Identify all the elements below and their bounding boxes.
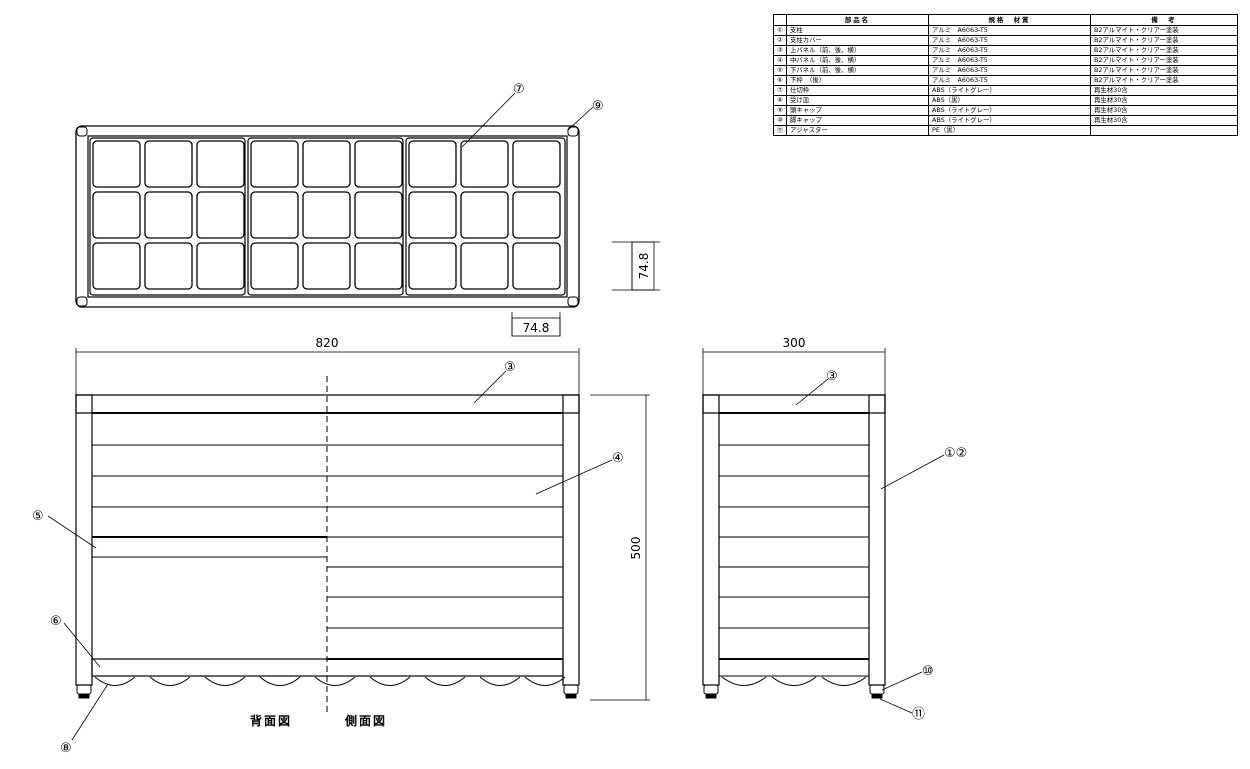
side-panels [327,536,563,629]
side-post-left [702,394,720,686]
plan-cell [408,242,457,290]
side-width-label: 300 [783,336,806,350]
plan-cell [250,140,299,188]
callout-9: ⑨ [592,99,604,114]
plan-cells [92,140,561,290]
side-top-panel [702,394,886,414]
callout-5: ⑤ [32,509,44,524]
tray [314,676,356,686]
callout-6: ⑥ [50,614,62,629]
plan-outer-frame [75,125,580,308]
tray [424,676,466,686]
side-post-right [868,394,886,686]
cell-width-label: 74.8 [523,321,550,335]
callout-4: ④ [612,451,624,466]
callout-1-2: ①② [944,446,967,461]
callout-11: ⑪ [912,707,925,722]
partition-frame [247,137,404,296]
callouts [47,92,945,741]
plan-cell [302,242,351,290]
tray [259,676,301,686]
partition-frame [405,137,566,296]
plan-cell [92,191,141,239]
adjuster [78,693,90,699]
side-view: 300 [702,336,886,699]
cell-height-label: 74.8 [637,253,651,280]
callout-3: ③ [504,360,516,375]
partition-frame [89,137,246,296]
plan-cell [512,140,561,188]
plan-cell [408,191,457,239]
post-right [562,394,580,686]
plan-view [75,125,580,308]
tray [721,676,767,686]
head-cap [567,126,579,137]
plan-cell [354,242,403,290]
tray [149,676,191,686]
leg-cap [76,684,92,695]
callout-7: ⑦ [513,82,525,97]
callout-labels: ⑦ ⑨ ③ ④ ⑤ ⑥ ⑧ ③ ①② ⑩ ⑪ [32,82,967,756]
plan-cell [302,191,351,239]
head-cap [76,296,88,307]
plan-cell [196,242,245,290]
head-cap [567,296,579,307]
tray [94,676,136,686]
tray [821,676,867,686]
plan-cell [354,140,403,188]
tray [479,676,521,686]
plan-cell [144,140,193,188]
side-panels [719,444,869,629]
tray [204,676,246,686]
parts-table-header: 部品名 規格 材質 備 考 [773,14,1238,26]
callout-3-side: ③ [826,369,838,384]
receiving-trays [94,676,566,686]
plan-cell [512,242,561,290]
tray [524,676,566,686]
front-width-label: 820 [316,336,339,350]
plan-cell [250,191,299,239]
callout-8: ⑧ [60,741,72,756]
callout-10: ⑩ [922,664,934,679]
plan-inner-frame [87,135,568,298]
plan-cell [92,242,141,290]
back-view: 820 500 背面図 側面図 [75,336,650,728]
part-note [1090,125,1238,136]
plan-cell [144,191,193,239]
side-view-label: 側面図 [344,713,387,728]
adjuster [705,693,717,699]
adjuster [565,693,577,699]
cell-height-dimension: 74.8 [612,241,660,291]
cell-width-dimension: 74.8 [511,312,561,337]
plan-cell [460,191,509,239]
leg-cap [869,684,885,695]
plan-cell [354,191,403,239]
plan-cell [92,140,141,188]
leg-cap [563,684,579,695]
plan-cell [512,191,561,239]
plan-cell [302,140,351,188]
tray [369,676,411,686]
plan-cell [250,242,299,290]
plan-cell [460,140,509,188]
tray [771,676,817,686]
adjuster [871,693,883,699]
plan-cell [196,191,245,239]
plan-cell [144,242,193,290]
side-receiving-trays [721,676,867,686]
plan-cell [460,242,509,290]
head-cap [76,126,88,137]
back-view-label: 背面図 [250,713,292,728]
plan-cell [408,140,457,188]
leg-cap [703,684,719,695]
plan-cell [196,140,245,188]
height-label: 500 [629,537,643,560]
